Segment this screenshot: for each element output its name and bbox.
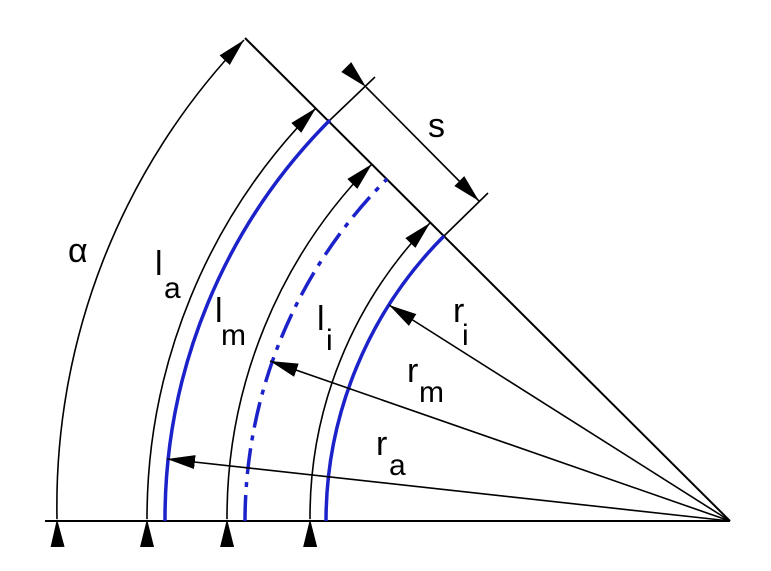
li-label-main: l bbox=[317, 300, 325, 338]
ra-label-sub: a bbox=[389, 449, 406, 482]
lm-label-sub: m bbox=[221, 319, 246, 352]
ri-label-main: r bbox=[453, 292, 464, 330]
li-label-sub: i bbox=[326, 324, 333, 357]
ri-radius-line bbox=[388, 304, 731, 522]
alpha-dimension-arc bbox=[50, 39, 245, 548]
angle-edge-line bbox=[244, 37, 731, 522]
rm-label-main: r bbox=[407, 352, 418, 390]
ri-label-sub: i bbox=[462, 319, 469, 352]
alpha-label: α bbox=[68, 232, 88, 270]
la-label-main: l bbox=[155, 245, 163, 283]
la-label-sub: a bbox=[164, 272, 181, 305]
lm-label-main: l bbox=[215, 292, 223, 330]
la-dimension-arc bbox=[140, 107, 317, 548]
ra-label-main: r bbox=[376, 425, 387, 463]
s-extension-bottom bbox=[443, 192, 489, 237]
ra-radius-line bbox=[166, 455, 731, 522]
rm-label-sub: m bbox=[419, 376, 444, 409]
s-dimension-line bbox=[341, 62, 480, 202]
s-extension-top bbox=[329, 76, 376, 121]
rm-radius-line bbox=[269, 360, 731, 522]
s-label: s bbox=[428, 107, 445, 145]
